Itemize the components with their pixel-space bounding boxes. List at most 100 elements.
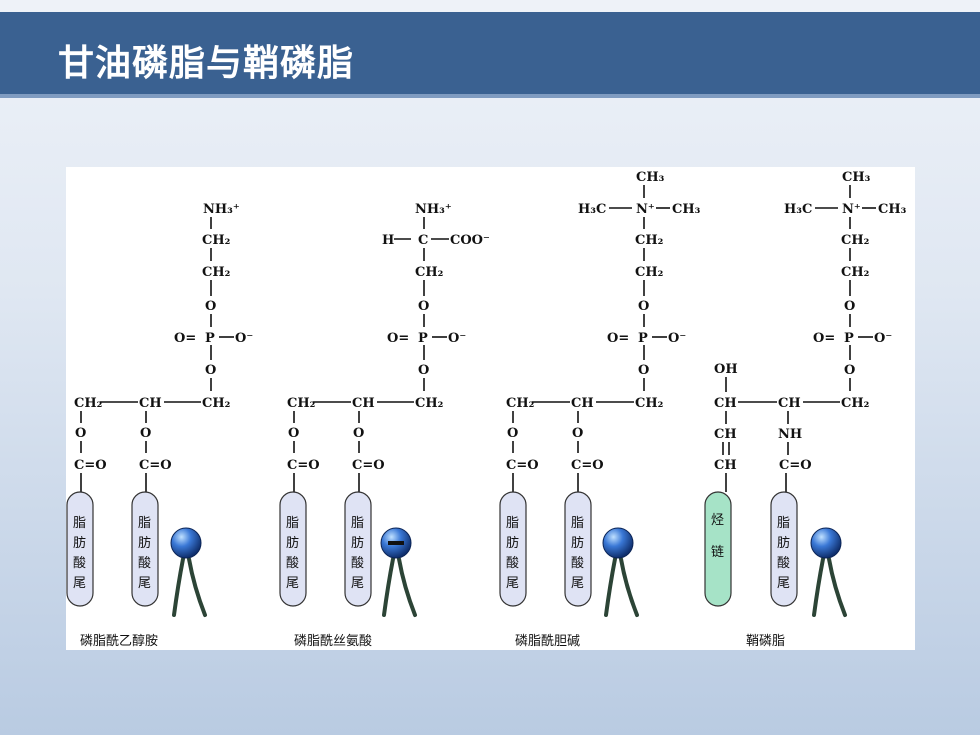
atom-carbonyl: C=O (139, 458, 172, 473)
tail-capsule (66, 491, 94, 607)
lipid-leg (172, 557, 185, 617)
tail-char: 脂 (138, 516, 151, 531)
tail-char: 尾 (777, 576, 790, 591)
atom-carbonyl: C=O (779, 458, 812, 473)
fatty-acid-tail: 脂 肪 酸 尾 (770, 491, 798, 607)
atom-o: O (638, 299, 649, 314)
sphere-head-icon (170, 527, 207, 617)
tail-capsule (704, 491, 732, 607)
tail-char: 肪 (506, 535, 519, 551)
atom-ch3: CH₃ (878, 202, 907, 217)
atom-ch2: CH₂ (415, 265, 443, 280)
atom-ch2: CH₂ (287, 396, 315, 411)
caption-ps: 磷脂酰丝氨酸 (294, 634, 372, 649)
atom-ch2: CH₂ (635, 265, 663, 280)
tail-char: 链 (711, 545, 724, 560)
atom-p: P (638, 331, 648, 346)
tail-char: 肪 (571, 535, 584, 551)
lipid-leg (382, 557, 395, 617)
tail-capsule (770, 491, 798, 607)
atom-ch2: CH₂ (506, 396, 534, 411)
atom-o: O (638, 363, 649, 378)
tail-char: 尾 (351, 576, 364, 591)
atom-ch2: CH₂ (74, 396, 102, 411)
phospholipid-diagram: NH₃⁺ CH₂ CH₂ O O= P O⁻ O CH₂ CH CH₂ O C=… (66, 170, 907, 649)
atom-ch3: CH₃ (636, 170, 665, 185)
atom-carbonyl: C=O (287, 458, 320, 473)
fatty-acid-tail: 脂 肪 酸 尾 (344, 491, 372, 607)
atom-ch2: CH₂ (415, 396, 443, 411)
atom-o: O (140, 426, 151, 441)
lipid-leg (604, 557, 617, 617)
atom-carbonyl: C=O (352, 458, 385, 473)
tail-char: 脂 (777, 516, 790, 531)
tail-char: 酸 (351, 556, 364, 571)
tail-capsule (131, 491, 159, 607)
atom-p: P (205, 331, 215, 346)
title-bar: 甘油磷脂与鞘磷脂 (0, 12, 980, 98)
slide-title: 甘油磷脂与鞘磷脂 (58, 43, 355, 84)
atom-o-double: O= (813, 331, 835, 346)
lipid-leg (827, 557, 847, 617)
atom-o: O (418, 299, 429, 314)
atom-ch: CH (778, 396, 801, 411)
tail-char: 脂 (73, 516, 86, 531)
atom-oh: OH (714, 362, 738, 377)
fatty-acid-tail: 脂 肪 酸 尾 (499, 491, 527, 607)
tail-char: 肪 (73, 535, 86, 551)
structure-ps: NH₃⁺ H C COO⁻ CH₂ O O= P O⁻ O CH₂ CH CH₂… (279, 202, 490, 649)
minus-sphere-head-icon (380, 527, 417, 617)
tail-char: 脂 (506, 516, 519, 531)
structure-pc: CH₃ H₃C N⁺ CH₃ CH₂ CH₂ O O= P O⁻ O CH₂ C… (499, 170, 701, 649)
atom-ch: CH (714, 427, 737, 442)
tail-char: 酸 (73, 556, 86, 571)
atom-n-plus: N⁺ (842, 202, 861, 217)
tail-char: 尾 (73, 576, 86, 591)
fatty-acid-tail: 脂 肪 酸 尾 (564, 491, 592, 607)
structure-pe: NH₃⁺ CH₂ CH₂ O O= P O⁻ O CH₂ CH CH₂ O C=… (66, 202, 253, 649)
atom-n-plus: N⁺ (636, 202, 655, 217)
tail-char: 肪 (351, 535, 364, 551)
atom-ch3: CH₃ (842, 170, 871, 185)
atom-nh3: NH₃⁺ (203, 202, 240, 217)
lipid-head (810, 527, 842, 559)
atom-o: O (844, 363, 855, 378)
atom-ch2: CH₂ (841, 233, 869, 248)
tail-capsule (564, 491, 592, 607)
atom-o: O (507, 426, 518, 441)
atom-coo: COO⁻ (450, 233, 490, 248)
atom-ch: CH (714, 396, 737, 411)
tail-char: 脂 (286, 516, 299, 531)
atom-o-minus: O⁻ (668, 331, 686, 346)
tail-char: 肪 (138, 535, 151, 551)
tail-capsule (279, 491, 307, 607)
atom-o: O (75, 426, 86, 441)
atom-ch: CH (352, 396, 375, 411)
atom-o-minus: O⁻ (874, 331, 892, 346)
atom-ch: CH (714, 458, 737, 473)
atom-h3c: H₃C (578, 202, 606, 217)
tail-char: 酸 (286, 556, 299, 571)
atom-h3c: H₃C (784, 202, 812, 217)
tail-char: 烃 (711, 513, 724, 528)
tail-capsule (499, 491, 527, 607)
tail-char: 尾 (138, 576, 151, 591)
lipid-head (170, 527, 202, 559)
atom-o: O (288, 426, 299, 441)
atom-carbonyl: C=O (74, 458, 107, 473)
tail-char: 尾 (571, 576, 584, 591)
tail-char: 肪 (286, 535, 299, 551)
atom-o: O (844, 299, 855, 314)
atom-nh3: NH₃⁺ (415, 202, 452, 217)
lipid-leg (812, 557, 825, 617)
atom-o-double: O= (607, 331, 629, 346)
minus-sign (388, 541, 404, 545)
fatty-acid-tail: 脂 肪 酸 尾 (131, 491, 159, 607)
atom-ch2: CH₂ (202, 396, 230, 411)
atom-ch2: CH₂ (202, 265, 230, 280)
tail-char: 脂 (351, 516, 364, 531)
atom-ch: CH (571, 396, 594, 411)
lipid-leg (187, 557, 207, 617)
atom-o-minus: O⁻ (448, 331, 466, 346)
atom-p: P (844, 331, 854, 346)
